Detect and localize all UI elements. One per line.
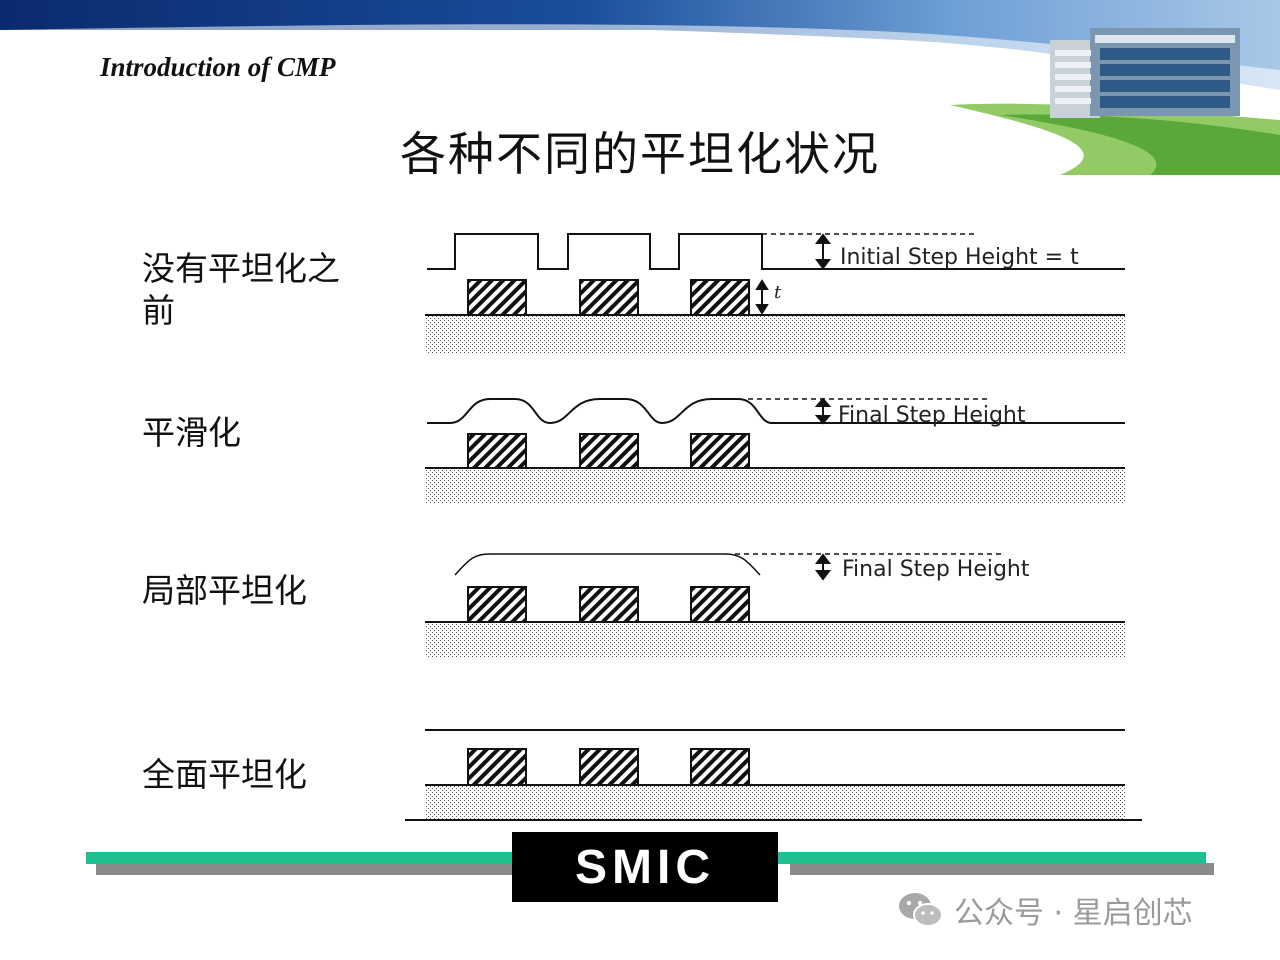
row-label-smoothing: 平滑化 <box>142 413 241 452</box>
double-arrow-icon <box>815 233 831 270</box>
metal-block <box>690 586 750 623</box>
metal-block <box>467 279 527 316</box>
metal-block <box>579 748 639 786</box>
metal-block <box>467 748 527 786</box>
annotation-final-step-height: Final Step Height <box>842 557 1030 582</box>
row-label-global-planarization: 全面平坦化 <box>142 755 307 794</box>
footer-bars <box>86 852 1214 875</box>
annotation-t: t <box>774 282 782 303</box>
row-local-planarization: Final Step Height <box>425 553 1125 658</box>
row-label-line1: 没有平坦化之 <box>142 249 340 288</box>
double-arrow-icon <box>814 397 832 425</box>
substrate <box>425 315 1125 353</box>
row-global-planarization <box>405 729 1142 821</box>
metal-block <box>579 586 639 623</box>
annotation-final-step-height: Final Step Height <box>838 403 1026 428</box>
double-arrow-icon <box>815 553 831 581</box>
building-icon <box>1050 28 1240 118</box>
smic-logo <box>512 832 778 902</box>
row-smoothing: Final Step Height <box>425 397 1125 504</box>
row-label-local-planarization: 局部平坦化 <box>142 571 307 610</box>
substrate <box>425 622 1125 658</box>
header-title: Introduction of CMP <box>100 52 336 82</box>
watermark-text: 公众号 · 星启创芯 <box>954 896 1193 931</box>
dielectric-surface <box>427 398 1125 425</box>
metal-block <box>467 433 527 469</box>
row-label-line2: 前 <box>142 291 175 330</box>
metal-block <box>690 748 750 786</box>
smic-logo-text: SMIC <box>575 841 715 894</box>
substrate <box>425 468 1125 504</box>
metal-block <box>690 279 750 316</box>
dielectric-surface <box>454 553 761 576</box>
row-unplanarized: Initial Step Height = t t <box>425 233 1125 353</box>
metal-block <box>579 279 639 316</box>
metal-block <box>579 433 639 469</box>
row-label-unplanarized: 没有平坦化之 前 <box>142 248 340 332</box>
substrate <box>425 785 1125 820</box>
metal-block <box>467 586 527 623</box>
small-double-arrow-icon <box>755 279 769 315</box>
slide-title: 各种不同的平坦化状况 <box>400 127 880 181</box>
watermark: 公众号 · 星启创芯 <box>898 888 1193 932</box>
dielectric-surface <box>427 233 1125 270</box>
header-banner <box>0 0 1280 175</box>
annotation-initial-step-height: Initial Step Height = t <box>840 245 1079 270</box>
metal-block <box>690 433 750 469</box>
wechat-icon <box>899 893 943 927</box>
